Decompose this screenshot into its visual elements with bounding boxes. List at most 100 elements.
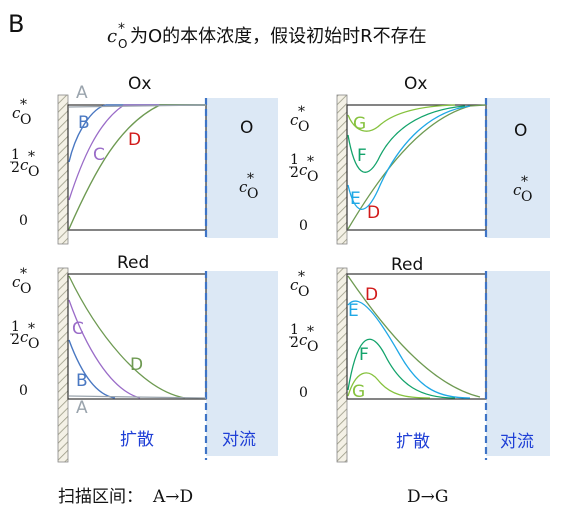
curve-D	[68, 104, 206, 230]
curve-G	[347, 104, 456, 132]
curve-label-F: F	[359, 345, 369, 365]
curve-D	[347, 104, 487, 230]
svg-text:c: c	[20, 328, 29, 346]
axis-label-zero: 0	[299, 385, 308, 401]
svg-text:*: *	[521, 174, 528, 190]
svg-text:O: O	[307, 339, 318, 355]
curve-C	[68, 299, 141, 399]
footer-range-forward: A→D	[152, 487, 193, 507]
convection-bg	[206, 271, 278, 456]
svg-text:2: 2	[11, 332, 20, 348]
svg-text:c: c	[513, 181, 522, 199]
convection-bg	[206, 98, 278, 238]
svg-text:O: O	[28, 336, 39, 352]
electrode-surface	[57, 267, 69, 463]
svg-text:O: O	[307, 169, 318, 185]
svg-text:O: O	[20, 281, 31, 297]
curve-E	[347, 300, 471, 399]
svg-text:*: *	[20, 266, 27, 282]
axis-label-zero: 0	[299, 218, 308, 234]
panel-red-right: Red D E F G	[336, 255, 550, 463]
svg-text:*: *	[307, 154, 314, 170]
svg-text:O: O	[247, 186, 258, 202]
svg-text:2: 2	[290, 335, 299, 351]
title: c O * 为O的本体浓度，假设初始时R不存在	[107, 21, 427, 51]
svg-text:1: 1	[11, 319, 20, 335]
bulk-concentration: c O *	[513, 174, 532, 205]
curve-F	[347, 338, 456, 399]
svg-text:2: 2	[11, 160, 20, 176]
curve-label-D: D	[128, 130, 141, 150]
panel-ox-left: Ox A B C D O c O *	[57, 74, 278, 245]
curve-A	[68, 395, 207, 399]
electrode-surface	[57, 94, 69, 245]
svg-text:*: *	[298, 269, 305, 285]
svg-text:c: c	[12, 273, 21, 291]
svg-text:c: c	[290, 276, 299, 294]
curve-A	[68, 104, 207, 108]
svg-text:*: *	[28, 149, 35, 165]
svg-text:c: c	[239, 178, 248, 196]
svg-text:2: 2	[290, 165, 299, 181]
svg-text:*: *	[20, 97, 27, 113]
region-label-convection: 对流	[222, 430, 256, 450]
curve-G	[347, 372, 431, 399]
curve-label-D: D	[365, 285, 378, 305]
footer-range-reverse: D→G	[407, 487, 448, 507]
curve-label-C: C	[93, 145, 105, 165]
curve-label-A: A	[76, 398, 88, 418]
curve-label-A: A	[76, 83, 88, 103]
curve-label-G: G	[353, 114, 366, 134]
title-symbol-sup: *	[118, 21, 125, 37]
panel-ox-right: Ox G F E D O c O *	[336, 74, 550, 245]
svg-text:1: 1	[290, 152, 299, 168]
footer-label: 扫描区间：	[58, 487, 143, 507]
curve-label-G: G	[352, 382, 365, 402]
svg-text:*: *	[298, 104, 305, 120]
svg-text:c: c	[290, 111, 299, 129]
convection-bg	[486, 98, 550, 238]
svg-text:*: *	[28, 321, 35, 337]
svg-text:*: *	[247, 171, 254, 187]
electrode-surface	[336, 267, 348, 463]
panel-frame	[67, 273, 207, 400]
region-label-diffusion: 扩散	[120, 430, 154, 450]
svg-text:c: c	[299, 331, 308, 349]
title-symbol: c	[107, 26, 117, 47]
panel-title: Red	[117, 253, 149, 273]
title-symbol-sub: O	[118, 37, 127, 51]
region-label-diffusion: 扩散	[396, 432, 430, 452]
panel-title: Red	[391, 255, 423, 275]
curve-label-B: B	[76, 371, 88, 391]
curve-E	[347, 105, 471, 210]
svg-text:O: O	[521, 189, 532, 205]
figure-label: B	[8, 10, 24, 38]
curve-label-D: D	[130, 355, 143, 375]
svg-text:1: 1	[11, 147, 20, 163]
svg-text:c: c	[12, 104, 21, 122]
electrode-surface	[336, 94, 348, 245]
svg-text:O: O	[20, 112, 31, 128]
svg-text:O: O	[298, 284, 309, 300]
panel-red-left: Red C D B A	[57, 253, 278, 463]
svg-text:*: *	[307, 324, 314, 340]
curve-label-E: E	[348, 301, 359, 321]
panel-title: Ox	[404, 74, 427, 94]
axis-label-zero: 0	[19, 213, 28, 229]
curve-label-D: D	[367, 203, 380, 223]
panel-frame	[346, 273, 487, 400]
curve-D	[347, 275, 481, 398]
axis-label-zero: 0	[19, 383, 28, 399]
bulk-concentration: c O *	[239, 171, 258, 202]
svg-text:c: c	[20, 156, 29, 174]
convection-bg	[486, 271, 550, 456]
